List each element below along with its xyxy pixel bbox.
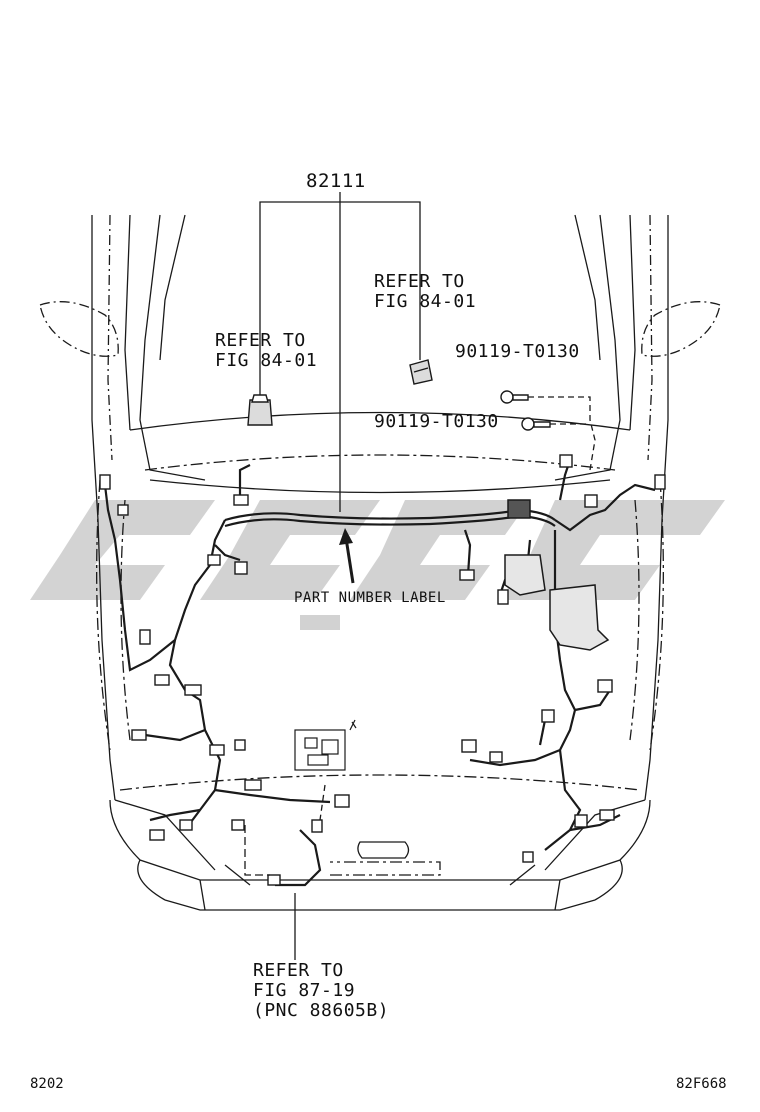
leader-lines bbox=[244, 192, 596, 960]
bolts bbox=[500, 390, 551, 431]
relay-block bbox=[504, 499, 610, 651]
footer-right-code: 82F668 bbox=[676, 1076, 727, 1092]
clip-parts bbox=[247, 359, 433, 426]
vehicle-body-outline bbox=[39, 214, 721, 911]
part-number-arrow bbox=[339, 528, 355, 584]
bolt-part-number-2: 90119-T0130 bbox=[374, 411, 499, 432]
right-refer-line2: FIG 84-01 bbox=[374, 291, 477, 312]
left-refer-line1: REFER TO bbox=[215, 330, 306, 351]
harness-connectors bbox=[99, 454, 666, 886]
bolt-part-number-1: 90119-T0130 bbox=[455, 341, 580, 362]
part-number-label-text: PART NUMBER LABEL bbox=[294, 590, 446, 606]
left-refer-line2: FIG 84-01 bbox=[215, 350, 318, 371]
right-refer-line1: REFER TO bbox=[374, 271, 465, 292]
footer-left-code: 8202 bbox=[30, 1076, 64, 1092]
bottom-refer-line3: (PNC 88605B) bbox=[253, 1000, 390, 1021]
bottom-refer-line2: FIG 87-19 bbox=[253, 980, 356, 1001]
bottom-refer-line1: REFER TO bbox=[253, 960, 344, 981]
main-part-number: 82111 bbox=[306, 170, 366, 192]
center-module bbox=[294, 719, 357, 771]
